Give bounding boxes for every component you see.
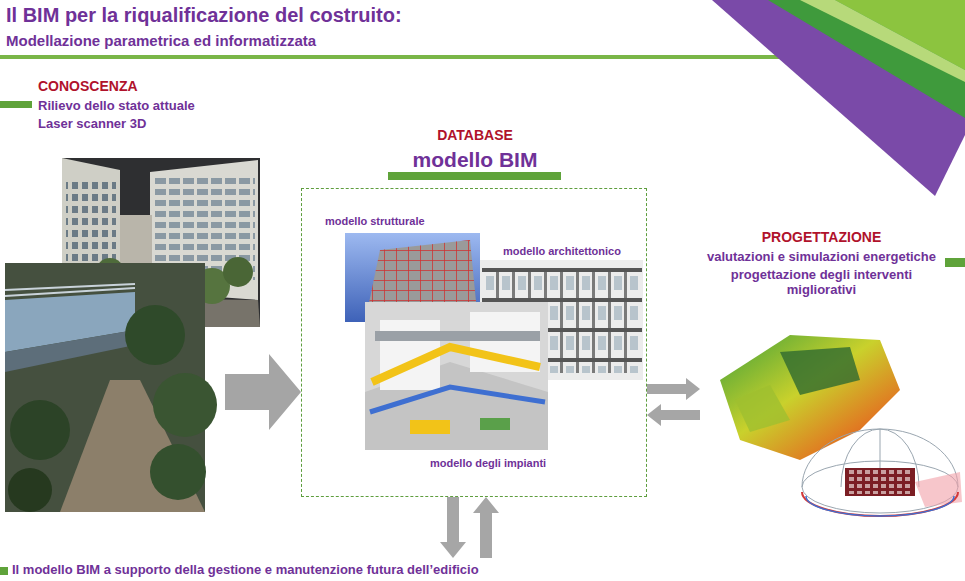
database-box: DATABASEmodello BIMmodello strutturalemo…	[301, 188, 647, 497]
solar-simulation	[915, 472, 962, 507]
architectural-model	[482, 268, 642, 272]
accent-bar	[0, 567, 8, 575]
node-text: modello strutturale	[323, 214, 427, 228]
node-text: Laser scanner 3D	[38, 116, 221, 131]
block-arrow	[440, 497, 466, 558]
laser-scan-photo	[5, 263, 217, 512]
mep-model	[375, 331, 540, 341]
block-arrow	[225, 354, 301, 430]
mep-model	[365, 302, 548, 450]
laser-scan-photo	[223, 257, 253, 287]
accent-bar	[0, 101, 965, 575]
text-group: modello strutturale	[323, 211, 427, 229]
block-arrow	[647, 404, 700, 426]
laser-scan-photo	[5, 284, 135, 296]
text-group: modello degli impianti	[428, 453, 548, 471]
node-heading: CONOSCENZA	[38, 78, 221, 95]
corner-decoration	[800, 0, 965, 82]
laser-scan-photo	[5, 330, 135, 372]
accent-bar	[0, 101, 32, 108]
laser-scan-photo	[153, 373, 217, 437]
node-text: modello BIM	[282, 147, 668, 172]
energy-point-cloud	[780, 347, 860, 395]
model-image: modello architettonico	[481, 241, 644, 381]
text-group: modello architettonico	[501, 241, 623, 259]
energy-point-cloud	[720, 335, 900, 460]
laser-scan-photo	[150, 444, 206, 500]
corner-decoration	[712, 0, 965, 196]
solar-simulation	[802, 492, 958, 516]
solar-simulation	[806, 496, 954, 516]
corner-decoration	[768, 0, 965, 118]
mep-model	[372, 347, 540, 382]
title-underline	[0, 55, 790, 59]
node-heading: DATABASE	[282, 127, 668, 144]
management-band: Il modello BIM a supporto della gestione…	[0, 558, 628, 581]
node-text: Rilievo dello stato attuale	[38, 98, 221, 113]
mep-model	[480, 418, 510, 430]
node-text: progettazione degli interventi migliorat…	[700, 267, 943, 297]
laser-scan-photo	[8, 468, 52, 512]
block-arrow	[647, 378, 700, 400]
mep-model	[365, 302, 548, 450]
mep-model	[410, 420, 450, 434]
text-group: CONOSCENZA Rilievo dello stato attualeLas…	[38, 78, 221, 131]
page-title: Il BIM per la riqualificazione del costr…	[6, 3, 402, 27]
laser-scan-photo	[10, 400, 70, 460]
node-text: modello architettonico	[501, 244, 623, 258]
survey-group: CONOSCENZA Rilievo dello stato attualeLas…	[0, 76, 225, 512]
node-text: Il modello BIM a supporto della gestione…	[12, 562, 628, 578]
block-arrow	[473, 497, 499, 558]
accent-bar	[945, 258, 965, 267]
node-text: valutazioni e simulazioni energetiche	[700, 249, 943, 264]
mep-model	[370, 387, 545, 412]
model-image: modello degli impianti	[364, 301, 579, 471]
node-text: modello degli impianti	[428, 456, 548, 470]
solar-simulation	[847, 470, 913, 494]
laser-scan-photo	[125, 305, 185, 365]
solar-simulation	[845, 468, 915, 496]
title-underline	[0, 55, 790, 59]
text-group: DATABASE modello BIM	[282, 127, 668, 172]
solar-simulation	[802, 429, 962, 516]
accent-bar	[388, 172, 561, 180]
text-group: Il modello BIM a supporto della gestione…	[12, 562, 628, 578]
model-image: modello strutturale	[323, 211, 483, 323]
text-group: PROGETTAZIONE valutazioni e simulazioni e…	[700, 229, 943, 297]
architectural-model	[482, 298, 642, 302]
node-heading: PROGETTAZIONE	[700, 229, 943, 246]
corner-decoration	[712, 0, 965, 196]
energy-point-cloud	[735, 385, 790, 432]
energy-point-cloud	[720, 335, 900, 460]
page-subtitle: Modellazione parametrica ed informatizza…	[6, 31, 316, 50]
design-group: PROGETTAZIONE valutazioni e simulazioni e…	[700, 226, 965, 516]
